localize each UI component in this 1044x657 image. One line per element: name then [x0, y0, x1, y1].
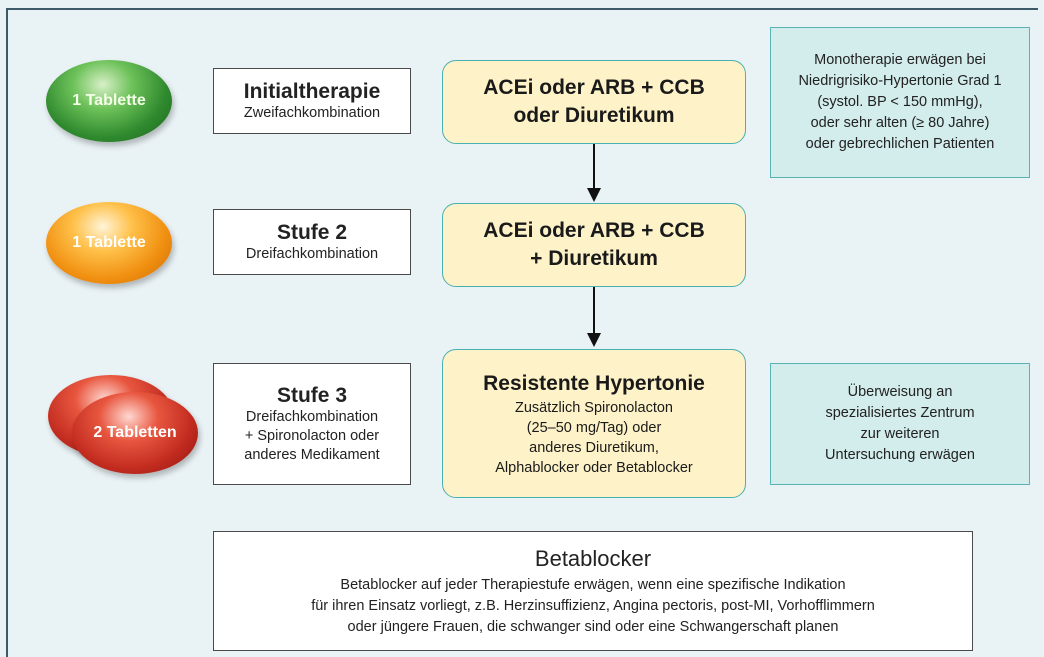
betablocker-line: Betablocker auf jeder Therapiestufe erwä…: [340, 576, 846, 593]
stage-box-step-3: Stufe 3 Dreifachkombination + Spironolac…: [213, 363, 411, 485]
treatment-line: ACEi oder ARB + CCB: [483, 76, 705, 99]
note-line: Monotherapie erwägen bei: [814, 52, 986, 68]
stage-box-step-2: Stufe 2 Dreifachkombination: [213, 209, 411, 275]
diagram-frame: [6, 8, 1038, 657]
treatment-box-3: Resistente Hypertonie Zusätzlich Spirono…: [442, 349, 746, 498]
note-referral: Überweisung an spezialisiertes Zentrum z…: [770, 363, 1030, 485]
pill-label: 2 Tabletten: [93, 424, 177, 441]
arrow-down-icon: [587, 144, 601, 202]
betablocker-line: oder jüngere Frauen, die schwanger sind …: [347, 618, 839, 635]
treatment-line: + Diuretikum: [530, 247, 658, 270]
stage-line: + Spironolacton oder: [244, 428, 380, 444]
treatment-title: Resistente Hypertonie: [483, 371, 705, 395]
stage-title: Stufe 3: [276, 384, 347, 407]
stage-line: Dreifachkombination: [245, 409, 379, 425]
note-line: spezialisiertes Zentrum: [825, 405, 975, 421]
stage-line: Zweifachkombination: [243, 105, 381, 121]
betablocker-line: für ihren Einsatz vorliegt, z.B. Herzins…: [311, 597, 875, 614]
treatment-line: anderes Diuretikum,: [529, 439, 659, 456]
treatment-box-2: ACEi oder ARB + CCB + Diuretikum: [442, 203, 746, 287]
treatment-line: ACEi oder ARB + CCB: [483, 219, 705, 242]
pill-step-2: 1 Tablette: [46, 202, 172, 284]
pill-label: 1 Tablette: [72, 92, 146, 109]
betablocker-box: Betablocker Betablocker auf jeder Therap…: [213, 531, 973, 651]
pill-step-3: 2 Tabletten: [72, 392, 198, 474]
note-line: (systol. BP < 150 mmHg),: [817, 94, 983, 110]
treatment-line: oder Diuretikum: [513, 104, 675, 127]
arrow-down-icon: [587, 287, 601, 347]
note-line: Untersuchung erwägen: [825, 447, 975, 463]
treatment-box-1: ACEi oder ARB + CCB oder Diuretikum: [442, 60, 746, 144]
note-line: oder gebrechlichen Patienten: [805, 136, 995, 152]
treatment-line: Alphablocker oder Betablocker: [495, 459, 693, 476]
note-line: Überweisung an: [847, 384, 953, 400]
stage-line: Dreifachkombination: [245, 246, 379, 262]
pill-step-1: 1 Tablette: [46, 60, 172, 142]
note-line: zur weiteren: [860, 426, 940, 442]
note-monotherapy: Monotherapie erwägen bei Niedrigrisiko-H…: [770, 27, 1030, 178]
note-line: Niedrigrisiko-Hypertonie Grad 1: [798, 73, 1002, 89]
stage-title: Initialtherapie: [243, 80, 381, 103]
stage-title: Stufe 2: [276, 221, 347, 244]
betablocker-title: Betablocker: [534, 545, 652, 571]
stage-line: anderes Medikament: [244, 447, 380, 463]
stage-box-initial: Initialtherapie Zweifachkombination: [213, 68, 411, 134]
pill-label: 1 Tablette: [72, 234, 146, 251]
note-line: oder sehr alten (≥ 80 Jahre): [810, 115, 990, 131]
treatment-line: (25–50 mg/Tag) oder: [526, 419, 662, 436]
treatment-line: Zusätzlich Spironolacton: [515, 399, 673, 416]
